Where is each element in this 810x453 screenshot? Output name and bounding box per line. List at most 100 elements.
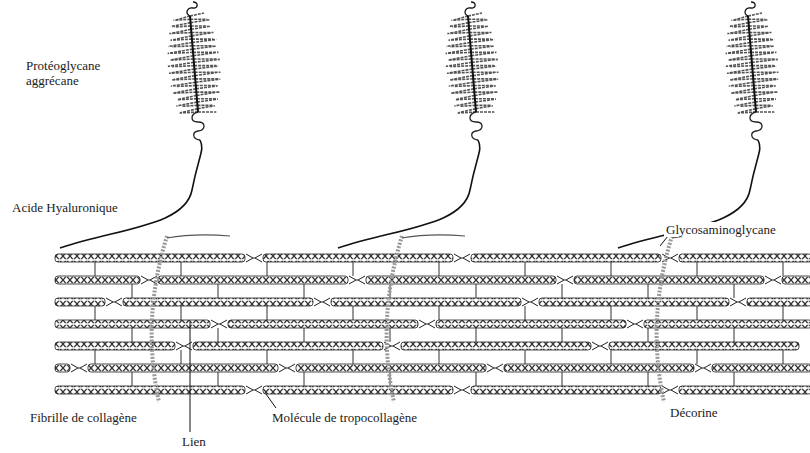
tropocollagen-molecule <box>158 276 348 284</box>
cross-link <box>562 328 563 342</box>
cross-link <box>181 262 182 276</box>
link-symbol <box>246 386 262 394</box>
link-symbol <box>279 364 295 372</box>
aggrecan-proteoglycan <box>446 2 499 140</box>
part-label: Lien <box>180 434 208 449</box>
cross-link <box>562 284 563 298</box>
tropocollagen-molecule <box>55 386 245 394</box>
link-symbol <box>487 364 503 372</box>
cross-link <box>439 306 440 320</box>
cross-link <box>267 262 268 276</box>
cross-link <box>648 284 649 298</box>
cross-link <box>353 350 354 364</box>
tropocollagen-molecule <box>263 254 453 262</box>
tropocollagen-molecule <box>193 342 383 350</box>
part-label: Glycosaminoglycane <box>664 222 778 237</box>
cross-link <box>304 284 305 298</box>
cross-link <box>611 350 612 364</box>
tropocollagen-molecule <box>747 298 810 306</box>
part-label: Acide Hyaluronique <box>10 200 120 215</box>
cross-link <box>476 372 477 386</box>
link-symbol <box>246 254 262 262</box>
cross-link <box>648 328 649 342</box>
link-symbol <box>627 320 643 328</box>
cross-link <box>95 262 96 276</box>
link-symbol <box>522 298 538 306</box>
link-symbol <box>557 276 573 284</box>
tropocollagen-molecule <box>55 276 140 284</box>
cross-link <box>181 306 182 320</box>
hyaluronic-acid <box>60 140 202 248</box>
tropocollagen-molecule <box>436 320 626 328</box>
part-label: Protéoglycane aggrécane <box>24 58 138 88</box>
cross-link <box>697 306 698 320</box>
leader-line <box>266 394 276 408</box>
cross-link <box>697 350 698 364</box>
cross-link <box>267 306 268 320</box>
cross-link <box>353 306 354 320</box>
link-symbol <box>454 386 470 394</box>
tropocollagen-molecule <box>679 386 810 394</box>
tropocollagen-molecule <box>55 342 175 350</box>
cross-link <box>181 350 182 364</box>
cross-link <box>611 306 612 320</box>
tropocollagen-molecule <box>88 364 278 372</box>
cross-link <box>95 306 96 320</box>
part-label: Décorine <box>668 405 720 420</box>
cross-link <box>132 372 133 386</box>
glycosaminoglycan-chain <box>402 235 465 238</box>
cross-link <box>132 328 133 342</box>
cross-link <box>439 350 440 364</box>
tropocollagen-molecule <box>331 298 521 306</box>
link-symbol <box>419 320 435 328</box>
link-symbol <box>106 298 122 306</box>
tropocollagen-molecule <box>574 276 764 284</box>
tropocollagen-molecule <box>539 298 729 306</box>
cross-link <box>304 372 305 386</box>
link-symbol <box>730 298 746 306</box>
cross-link <box>304 328 305 342</box>
aggrecan-proteoglycan <box>726 2 779 140</box>
tropocollagen-molecule <box>263 386 453 394</box>
cross-link <box>697 262 698 276</box>
tropocollagen-molecule <box>55 298 105 306</box>
cross-link <box>353 262 354 276</box>
part-label: Molécule de tropocollagène <box>270 410 419 425</box>
tropocollagen-molecule <box>679 254 810 262</box>
tropocollagen-molecule <box>296 364 486 372</box>
cross-link <box>525 262 526 276</box>
cross-link <box>734 328 735 342</box>
link-symbol <box>349 276 365 284</box>
leader-line <box>660 236 668 246</box>
cross-link <box>218 372 219 386</box>
cross-link <box>783 350 784 364</box>
collagen-fibril <box>55 254 810 394</box>
cross-link <box>132 284 133 298</box>
link-symbol <box>592 342 608 350</box>
leader-line <box>190 322 191 432</box>
tropocollagen-molecule <box>55 364 70 372</box>
link-symbol <box>695 364 711 372</box>
cross-link <box>783 306 784 320</box>
link-symbol <box>765 276 781 284</box>
tropocollagen-molecule <box>782 276 810 284</box>
link-symbol <box>314 298 330 306</box>
cross-link <box>218 284 219 298</box>
cross-link <box>562 372 563 386</box>
tropocollagen-molecule <box>55 254 245 262</box>
cross-link <box>611 262 612 276</box>
decorin <box>152 235 230 402</box>
cross-link <box>218 328 219 342</box>
tropocollagen-molecule <box>471 254 661 262</box>
tropocollagen-molecule <box>504 364 694 372</box>
cross-link <box>95 350 96 364</box>
tropocollagen-molecule <box>401 342 591 350</box>
tropocollagen-molecule <box>644 320 810 328</box>
aggrecan-proteoglycan <box>168 2 221 140</box>
tropocollagen-molecule <box>609 342 799 350</box>
cross-link <box>525 350 526 364</box>
decorin <box>387 235 465 402</box>
cross-link <box>783 262 784 276</box>
tropocollagen-molecule <box>228 320 418 328</box>
cross-link <box>648 372 649 386</box>
